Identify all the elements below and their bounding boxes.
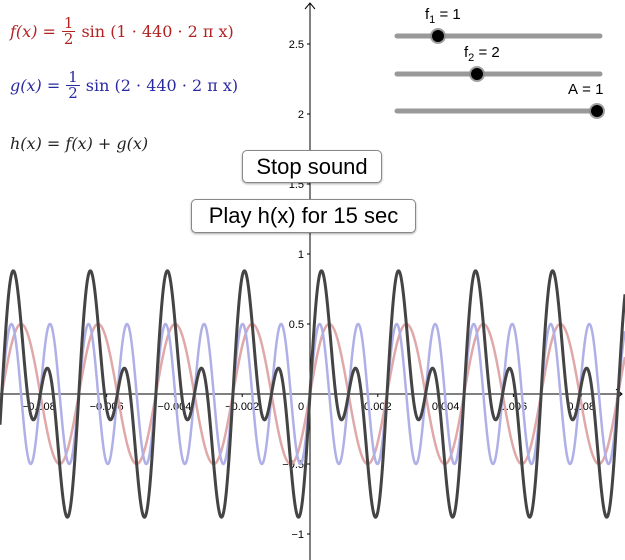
formula-g: g(x) = 1 2 sin (2 · 440 · 2 π x) bbox=[10, 70, 238, 101]
y-axis-arrow-icon bbox=[304, 2, 316, 10]
formula-f-body: sin (1 · 440 · 2 π x) bbox=[81, 22, 234, 41]
slider-f2-label: f2 = 2 bbox=[464, 44, 500, 64]
curve-h bbox=[0, 269, 625, 519]
slider-a-knob[interactable] bbox=[591, 105, 603, 117]
slider-f1-label: f1 = 1 bbox=[425, 6, 461, 26]
formula-g-body: sin (2 · 440 · 2 π x) bbox=[85, 76, 239, 95]
y-tick-label: 2.5 bbox=[289, 39, 304, 51]
sliders[interactable] bbox=[394, 28, 605, 119]
stop-sound-button[interactable]: Stop sound bbox=[242, 150, 382, 183]
formula-g-fraction: 1 2 bbox=[66, 68, 80, 102]
x-tick-label: 0 bbox=[298, 401, 304, 413]
slider-a-label: A = 1 bbox=[568, 81, 604, 98]
slider-f2-knob[interactable] bbox=[471, 68, 483, 80]
formula-f-fraction: 1 2 bbox=[61, 14, 76, 48]
x-tick-label: −0.004 bbox=[157, 401, 191, 413]
y-tick-label: 0.5 bbox=[289, 319, 304, 331]
y-tick-label: 1 bbox=[298, 249, 304, 261]
slider-f1-knob[interactable] bbox=[432, 30, 444, 42]
play-button[interactable]: Play h(x) for 15 sec bbox=[191, 199, 416, 233]
formula-f-lhs: f(x) = bbox=[10, 22, 56, 41]
y-tick-label: 2 bbox=[298, 109, 304, 121]
formula-f: f(x) = 1 2 sin (1 · 440 · 2 π x) bbox=[10, 16, 234, 47]
curves bbox=[0, 269, 625, 519]
y-tick-label: −1 bbox=[291, 529, 304, 541]
formula-g-lhs: g(x) = bbox=[10, 76, 61, 95]
formula-h: h(x) = f(x) + g(x) bbox=[10, 134, 149, 153]
